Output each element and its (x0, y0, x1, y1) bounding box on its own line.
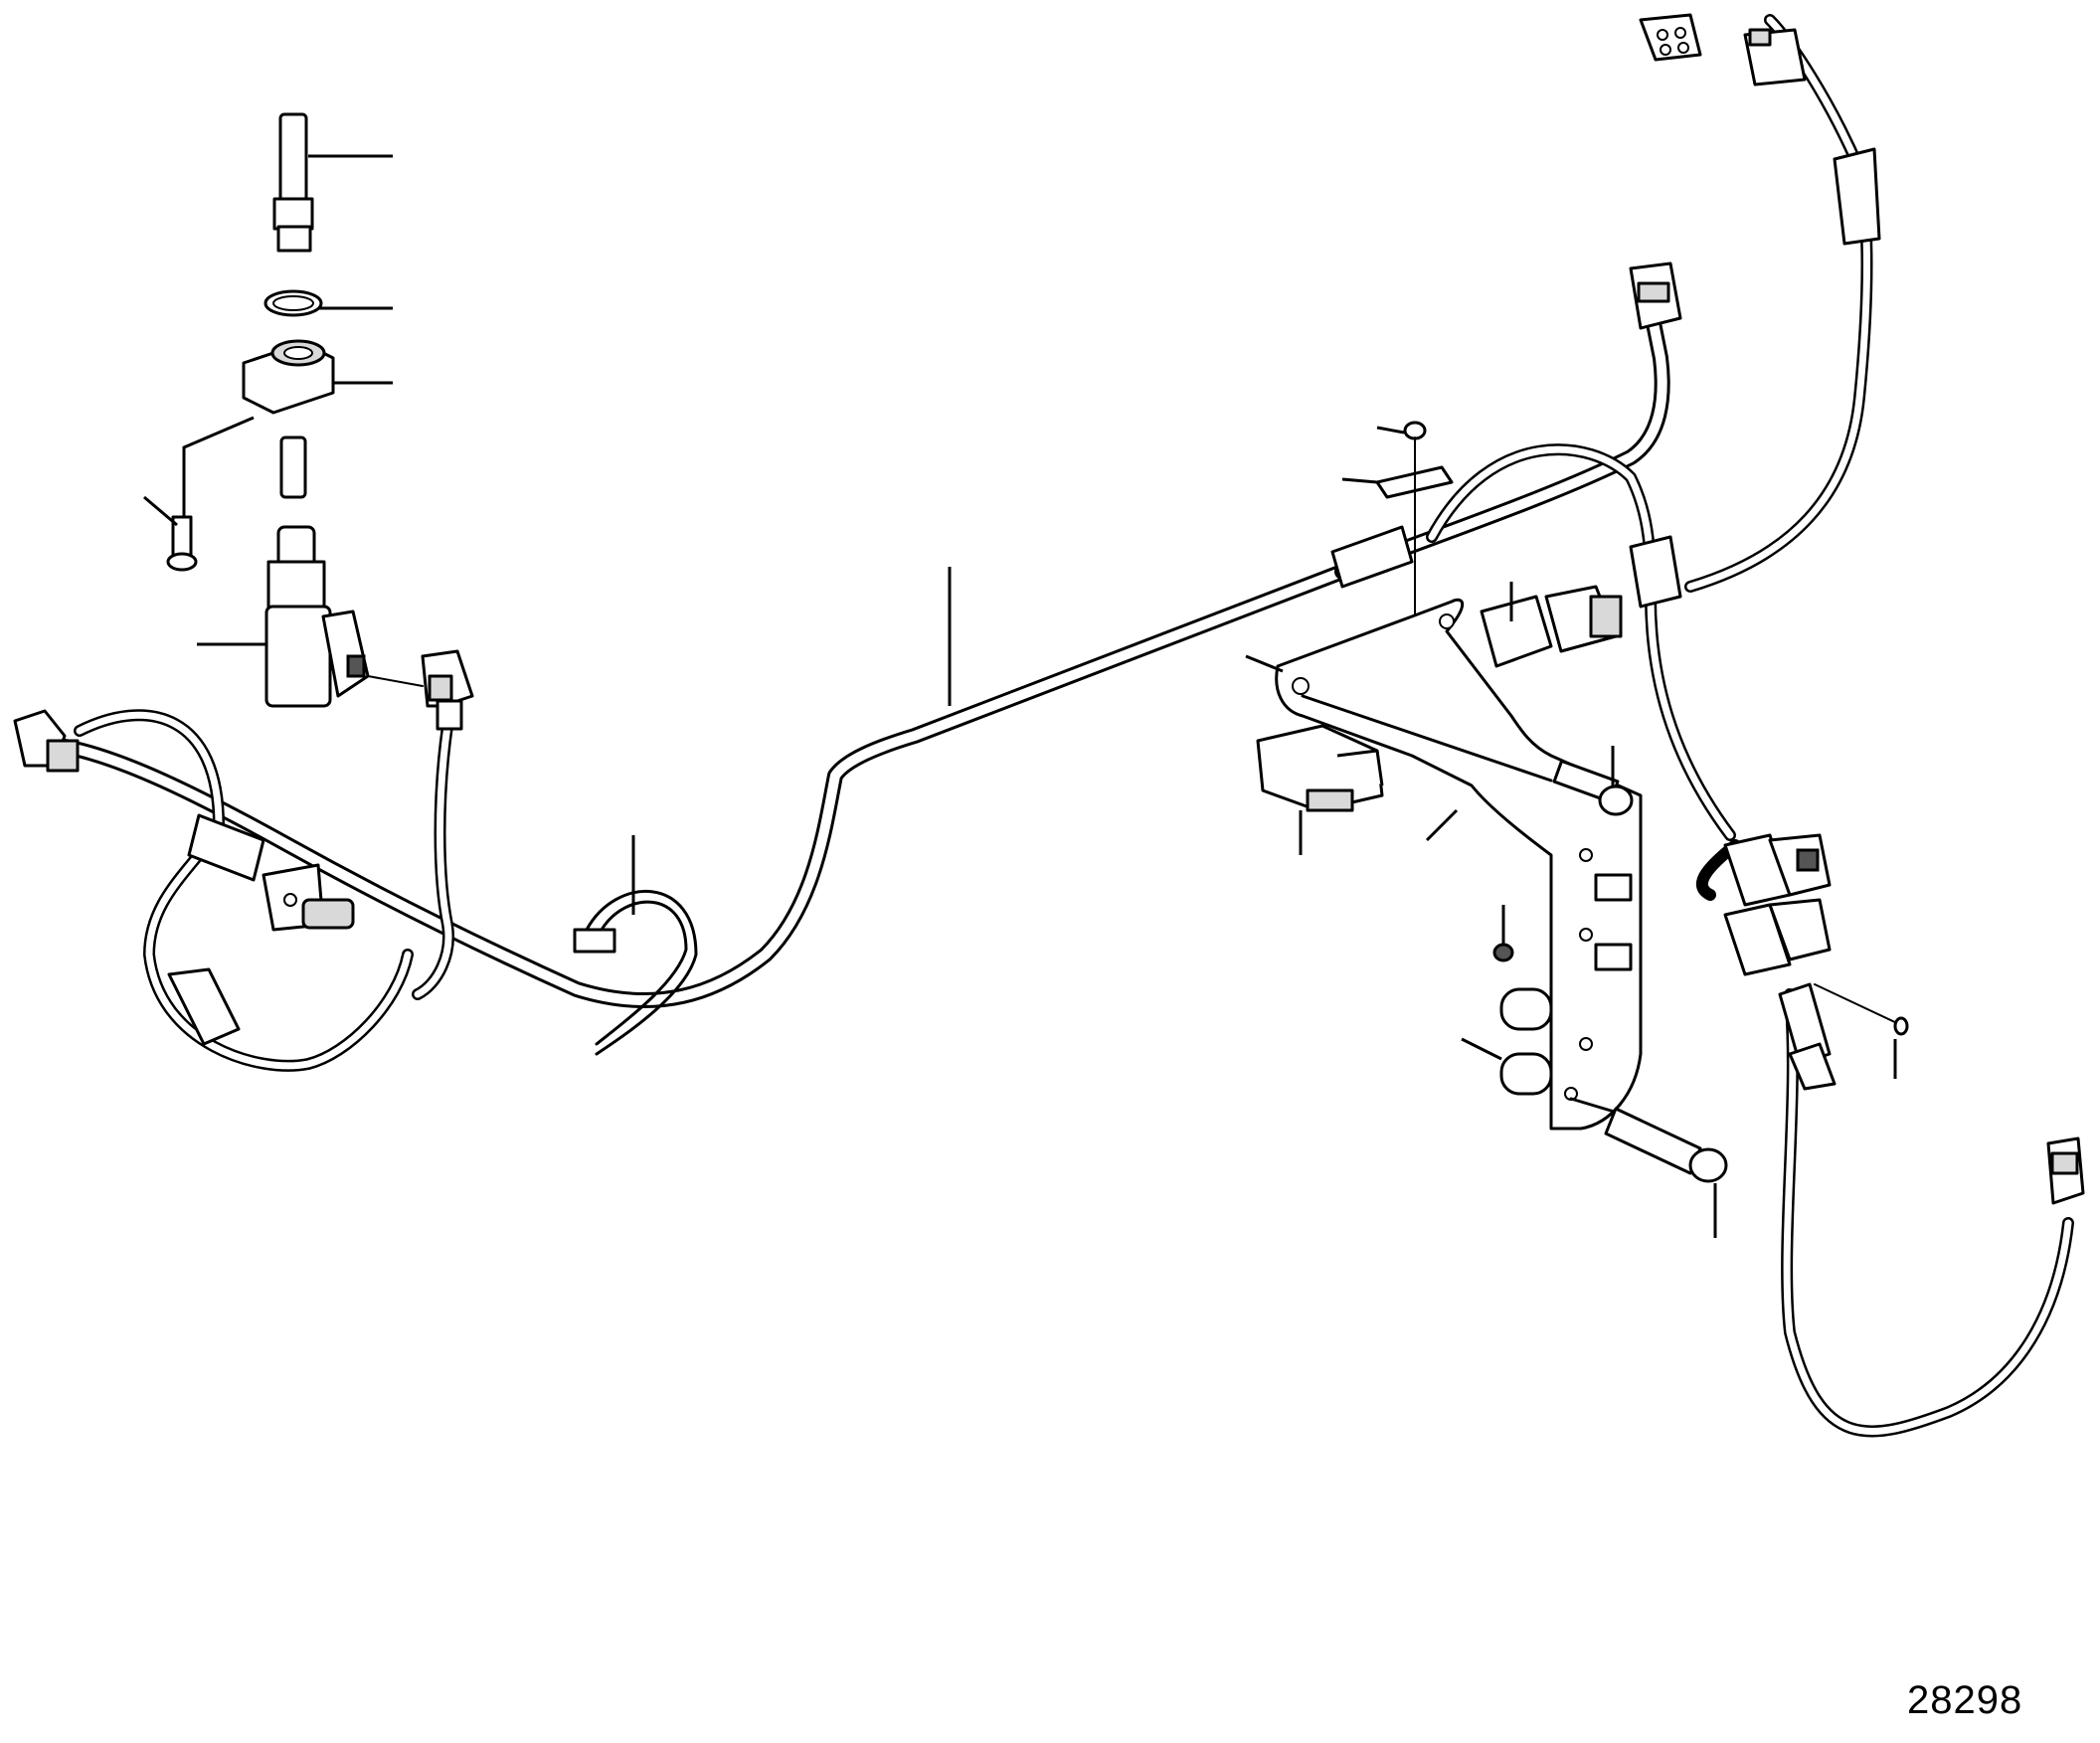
connector-top-right-b (1743, 28, 1807, 87)
bracket-nut (1492, 943, 1514, 962)
left-branch-loop-cable (74, 709, 414, 1072)
sensor-cable (412, 720, 454, 1000)
adapter-pin (279, 436, 307, 499)
mounting-bracket (1275, 598, 1643, 1131)
bracket-screw-top (1403, 421, 1427, 440)
leader-lines (143, 154, 1897, 1238)
sensor-lead (367, 675, 424, 687)
o-ring (263, 289, 323, 317)
bracket-bolt-lower (1569, 1097, 1728, 1183)
cable-tie (573, 889, 698, 1056)
upper-right-harness-cable (1334, 14, 1873, 841)
panel-connector-upper (1723, 833, 1832, 907)
sensor-adapter-block (242, 339, 335, 415)
bracket-standoffs (1499, 987, 1553, 1096)
panel-connector-lower (1723, 898, 1832, 976)
left-harness-sleeve (187, 813, 265, 882)
relay-right (1480, 585, 1623, 668)
sensor-extension-tube (272, 112, 314, 253)
connector-right-upper (1629, 261, 1682, 330)
connector-lower-right (2046, 1136, 2085, 1205)
connector-top-right-a (1639, 13, 1702, 62)
harness-junction-tee (1629, 535, 1682, 609)
bracket-bolt-upper (1301, 694, 1634, 816)
left-branch-sleeve (167, 967, 241, 1046)
sensor-connector (421, 649, 474, 731)
panel-screw (1814, 983, 1909, 1036)
diagram-reference-number: 28298 (1907, 1678, 2023, 1722)
harness-sleeve-right (1833, 147, 1881, 246)
mounting-screw-left (166, 515, 198, 572)
left-end-connector (13, 709, 80, 773)
inline-connector-right (1778, 982, 1837, 1091)
inline-connector-left (301, 898, 355, 930)
main-harness-cable (52, 564, 1350, 1008)
relay-left (1256, 724, 1384, 812)
sensor-body (264, 525, 370, 708)
harness-sleeve-center (1330, 525, 1414, 589)
